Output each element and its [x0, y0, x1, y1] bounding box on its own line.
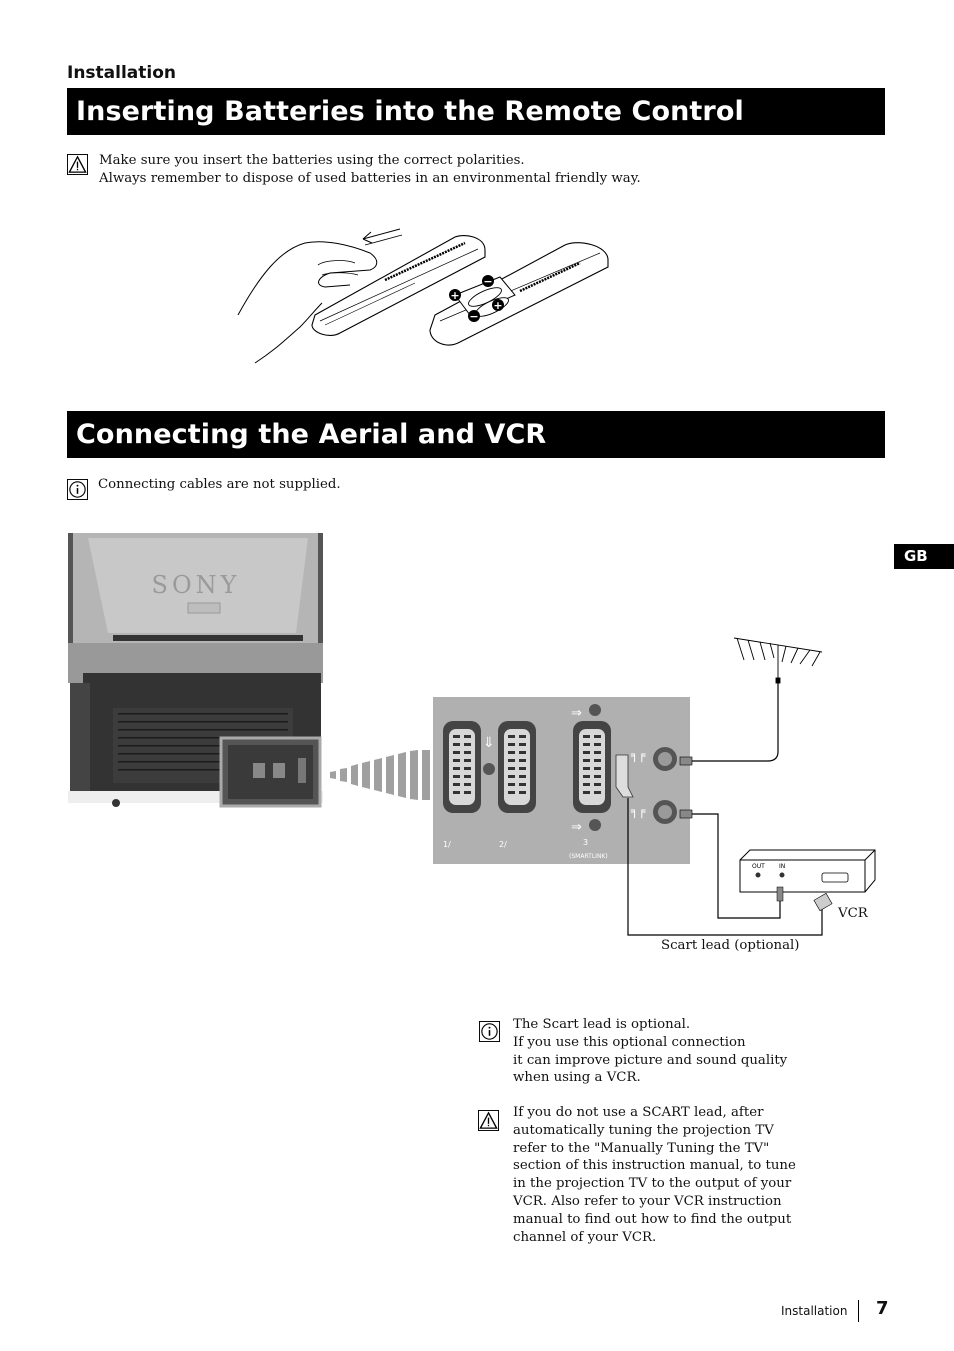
- vcr-out-label: OUT: [752, 863, 765, 870]
- polarity-marks: + − + −: [449, 275, 504, 323]
- scart-optional-note: The Scart lead is optional. If you use t…: [513, 1017, 788, 1086]
- port-label-1: 1/: [443, 840, 451, 849]
- language-tab-gb: GB: [894, 544, 954, 569]
- zoom-wedge-graphic: [330, 750, 430, 800]
- aerial-antenna: [733, 637, 823, 684]
- connector-panel: ⇒ ⇒ ⇓ ╕╒ ╕╒ 1/ 2/ 3 (SMARTLINK): [433, 697, 690, 864]
- scart-lead-caption: Scart lead (optional): [661, 938, 800, 953]
- scart-warning-note: If you do not use a SCART lead, after au…: [513, 1105, 796, 1245]
- svg-text:╕╒: ╕╒: [630, 748, 646, 762]
- svg-text:⇓: ⇓: [483, 735, 495, 751]
- footer-divider: [858, 1300, 859, 1322]
- warning-triangle-icon: [478, 1110, 499, 1131]
- section-label: Installation: [67, 63, 177, 83]
- port-label-2: 2/: [499, 840, 507, 849]
- tv-brand-text: SONY: [152, 571, 241, 599]
- svg-text:⇒: ⇒: [571, 706, 582, 721]
- remote-control-illustration: + − + −: [237, 228, 609, 364]
- vcr-in-label: IN: [779, 863, 785, 870]
- footer-section-label: Installation: [781, 1304, 848, 1318]
- vcr-device: OUT IN: [739, 849, 876, 912]
- aerial-vcr-title: Connecting the Aerial and VCR: [67, 411, 885, 458]
- aerial-vcr-wiring: OUT IN: [627, 637, 876, 936]
- svg-text:⇒: ⇒: [571, 820, 582, 835]
- warning-triangle-icon: [67, 154, 88, 175]
- polarity-plus-2: +: [493, 299, 502, 312]
- batteries-note: Make sure you insert the batteries using…: [99, 153, 641, 186]
- page-number: 7: [876, 1298, 889, 1319]
- polarity-plus-1: +: [450, 289, 459, 302]
- polarity-minus-1: −: [483, 275, 492, 288]
- smartlink-label: (SMARTLINK): [569, 853, 608, 860]
- polarity-minus-2: −: [469, 310, 478, 323]
- info-icon: [67, 479, 88, 500]
- info-icon: [479, 1021, 500, 1042]
- batteries-title: Inserting Batteries into the Remote Cont…: [67, 88, 885, 135]
- port-label-3: 3: [583, 838, 588, 847]
- vcr-caption: VCR: [838, 906, 868, 921]
- svg-text:╕╒: ╕╒: [630, 804, 646, 818]
- connecting-cables-note: Connecting cables are not supplied.: [98, 477, 341, 492]
- tv-rear-photo: SONY: [68, 533, 323, 808]
